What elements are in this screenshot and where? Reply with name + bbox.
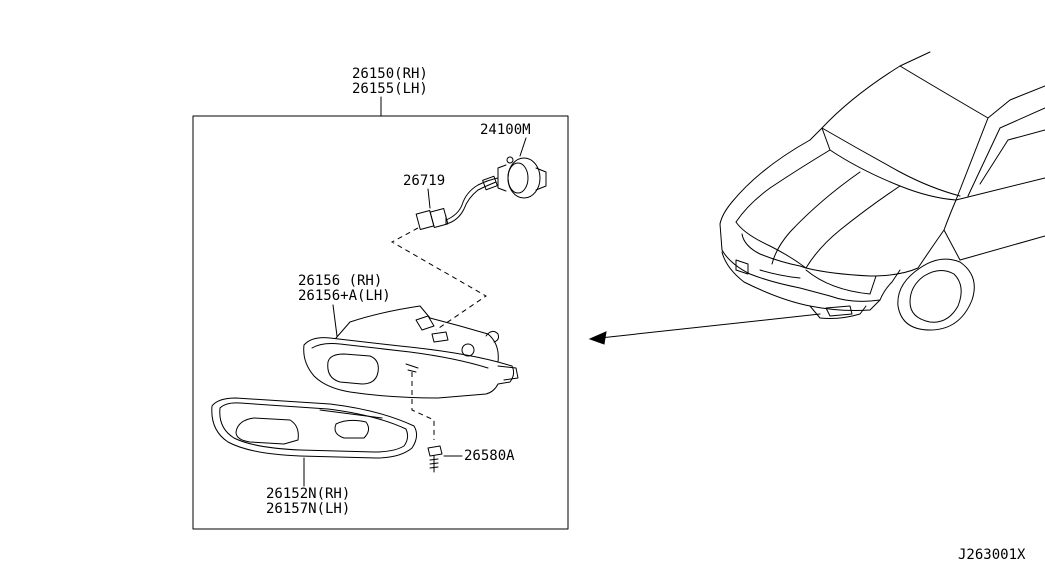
bulb-leader-line [519,137,527,157]
screw-icon [427,445,443,473]
label-harness: 26719 [403,173,445,189]
label-screw: 26580A [464,448,515,464]
label-finisher-lh: 26157N(LH) [266,501,350,517]
location-arrow [588,313,821,345]
label-assembly-lh: 26155(LH) [352,81,428,97]
label-finisher-rh: 26152N(RH) [266,486,350,502]
diagram-code: J263001X [958,547,1026,563]
label-bulb: 24100M [480,122,531,138]
label-assembly-rh: 26150(RH) [352,66,428,82]
label-lamp-lh: 26156+A(LH) [298,288,391,304]
harness-wire [445,177,499,221]
harness-connector [415,207,449,231]
fog-lamp-finisher [211,397,418,459]
bulb-socket [497,156,547,199]
fog-lamp-housing [303,305,519,399]
assembly-box [192,115,569,530]
harness-leader-line [427,188,431,209]
label-lamp-rh: 26156 (RH) [298,273,382,289]
connector-guide-dashed [390,227,487,331]
car-front-illustration [719,51,1045,331]
lamp-leader-line [332,304,338,337]
screw-guide-dashed [411,372,435,440]
